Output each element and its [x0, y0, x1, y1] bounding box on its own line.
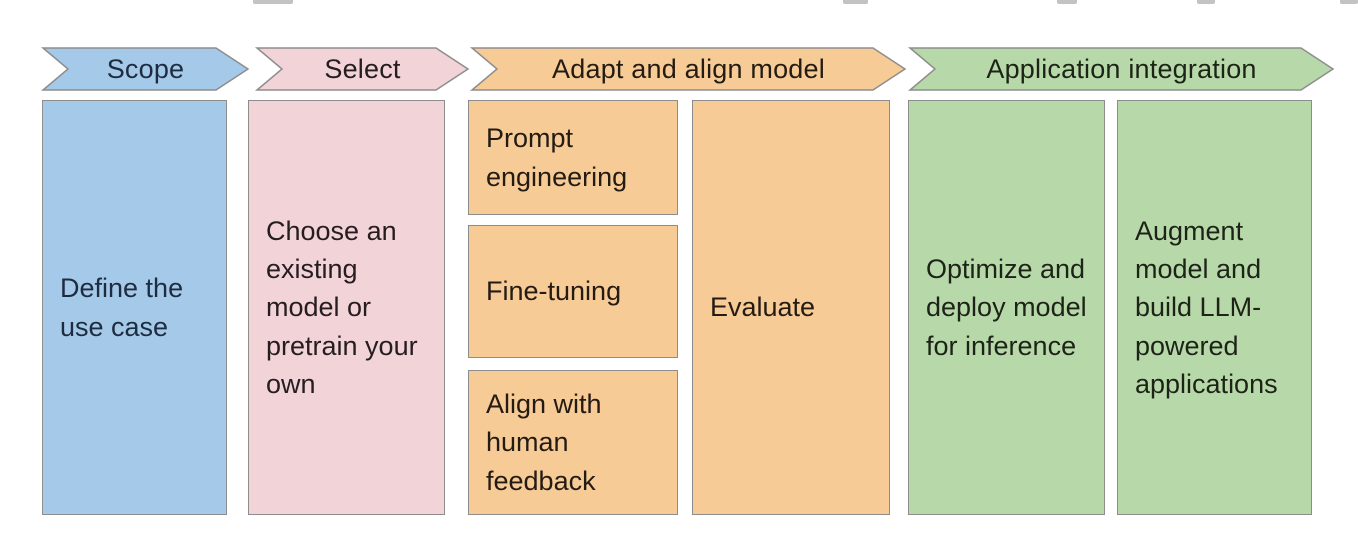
task-box-text: Fine-tuning [486, 276, 622, 307]
stage-label-select: Select [324, 53, 401, 84]
task-box-text: Evaluate [710, 292, 816, 323]
cropped-title-remnant [253, 0, 293, 4]
stage-header-select: Select [254, 47, 470, 91]
stage-header-adapt-and-align: Adapt and align model [469, 47, 907, 91]
task-box-fine-tuning: Fine-tuning [468, 225, 678, 358]
task-box-text: Prompt engineering [486, 123, 628, 192]
task-box-text: Optimize and deploy model for inference [926, 254, 1087, 361]
chevron-banner-shape [40, 47, 250, 91]
stage-label-adapt-and-align: Adapt and align model [552, 53, 825, 84]
task-box-text: Augment model and build LLM-powered appl… [1135, 215, 1278, 399]
stage-header-scope: Scope [40, 47, 250, 91]
task-box-evaluate: Evaluate [692, 100, 890, 515]
cropped-title-remnant [1197, 0, 1215, 4]
task-box-text: Align with human feedback [486, 389, 602, 496]
task-box-augment-build-apps: Augment model and build LLM-powered appl… [1117, 100, 1312, 515]
task-box-choose-model: Choose an existing model or pretrain you… [248, 100, 445, 515]
cropped-title-remnant [1340, 0, 1358, 4]
stage-header-application-integration: Application integration [907, 47, 1335, 91]
chevron-banner-shape [469, 47, 907, 91]
stage-label-scope: Scope [106, 53, 185, 84]
task-box-align-human-feedback: Align with human feedback [468, 370, 678, 515]
chevron-banner-shape [254, 47, 470, 91]
cropped-title-remnant [1057, 0, 1077, 4]
cropped-title-remnant [843, 0, 868, 4]
task-box-prompt-engineering: Prompt engineering [468, 100, 678, 215]
task-box-optimize-deploy: Optimize and deploy model for inference [908, 100, 1105, 515]
task-box-text: Define the use case [60, 273, 184, 342]
task-box-text: Choose an existing model or pretrain you… [266, 215, 418, 399]
chevron-banner-shape [907, 47, 1335, 91]
task-box-define-use-case: Define the use case [42, 100, 227, 515]
stage-label-application-integration: Application integration [986, 53, 1257, 84]
